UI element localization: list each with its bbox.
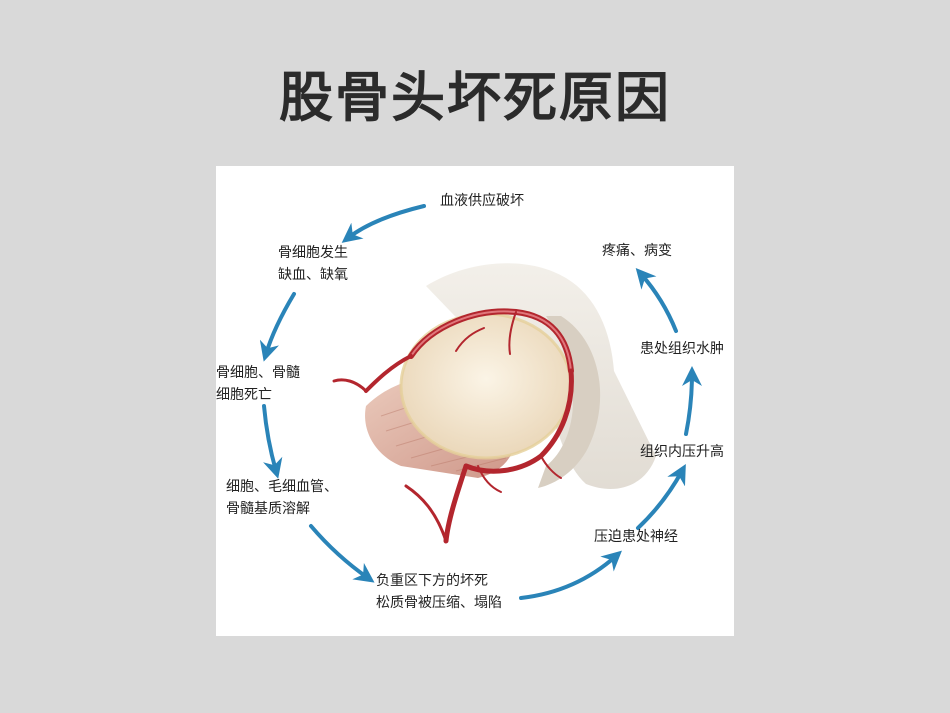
slide-title: 股骨头坏死原因	[279, 66, 671, 129]
step-pain-lesion: 疼痛、病变	[602, 243, 672, 259]
cycle-arrow-3	[262, 404, 283, 479]
acetabulum-shadow	[538, 316, 601, 488]
femoral-head-illustration	[259, 204, 702, 600]
step-cell-death: 骨细胞、骨髓 细胞死亡	[216, 365, 300, 403]
cycle-arrow-4	[309, 524, 375, 583]
cycle-arrow-5	[519, 550, 622, 600]
step-bone-collapse: 负重区下方的坏死 松质骨被压缩、塌陷	[376, 573, 502, 611]
blood-vessels	[332, 308, 574, 544]
step-matrix-dissolution: 细胞、毛细血管、 骨髓基质溶解	[226, 479, 338, 517]
femoral-head	[401, 314, 571, 458]
step-pressure-rise: 组织内压升高	[640, 444, 724, 460]
necrosis-cycle-figure: 血液供应破坏 骨细胞发生 缺血、缺氧 骨细胞、骨髓 细胞死亡 细胞、毛细血管、 …	[216, 166, 734, 636]
cycle-arrow-2	[259, 292, 296, 362]
step-ischemia-hypoxia: 骨细胞发生 缺血、缺氧	[278, 245, 348, 283]
cycle-arrows	[259, 204, 702, 600]
step-nerve-compression: 压迫患处神经	[594, 529, 678, 545]
step-tissue-edema: 患处组织水肿	[640, 341, 724, 357]
cycle-arrow-8	[635, 268, 678, 333]
cycle-arrow-7	[681, 366, 702, 436]
cycle-arrow-1	[341, 204, 426, 243]
cycle-arrow-6	[636, 463, 686, 530]
step-blood-supply-disrupted: 血液供应破坏	[440, 193, 524, 209]
